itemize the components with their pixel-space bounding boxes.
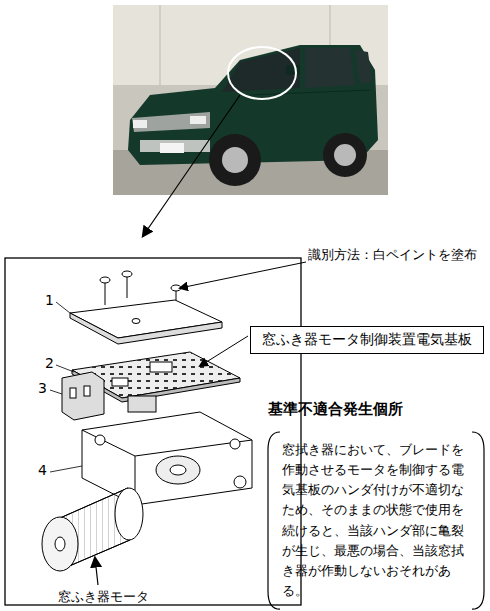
- identification-note: 識別方法：白ペイントを塗布: [308, 246, 477, 264]
- nonconformity-box: 基準不適合発生個所窓拭き器において、ブレードを作動させるモータを制御する電気基板…: [266, 430, 486, 611]
- leader-line: [95, 558, 98, 585]
- callout-number: 1: [45, 292, 54, 308]
- cover: [70, 300, 222, 338]
- leader-line: [56, 365, 74, 372]
- illustration-frame: [5, 258, 301, 605]
- leader-line: [180, 262, 306, 288]
- wiper-motor-assembly: [42, 271, 252, 571]
- pointer-arrow: [143, 95, 240, 236]
- leader-line: [50, 390, 62, 394]
- leader-line: [50, 466, 82, 472]
- callout-number: 3: [38, 380, 47, 396]
- callout-number: 4: [38, 462, 47, 478]
- leader-line: [200, 336, 248, 366]
- housing: [82, 412, 252, 505]
- car-photo: [113, 5, 388, 195]
- motor-end: [42, 517, 78, 571]
- callout-number: 2: [45, 355, 54, 371]
- connector: [62, 372, 104, 420]
- bracket-line: [268, 432, 484, 609]
- board-name-box: 窓ふき器モータ制御装置電気基板: [250, 326, 484, 354]
- section-heading: 基準不適合発生個所: [268, 398, 403, 421]
- node-label: 窓ふき器モータ制御装置電気基板: [257, 331, 477, 349]
- leader-line: [56, 302, 70, 313]
- part-name: 窓ふき器モータ: [58, 588, 149, 606]
- description-text: 窓拭き器において、ブレードを作動させるモータを制御する電気基板のハンダ付けが不適…: [282, 440, 470, 601]
